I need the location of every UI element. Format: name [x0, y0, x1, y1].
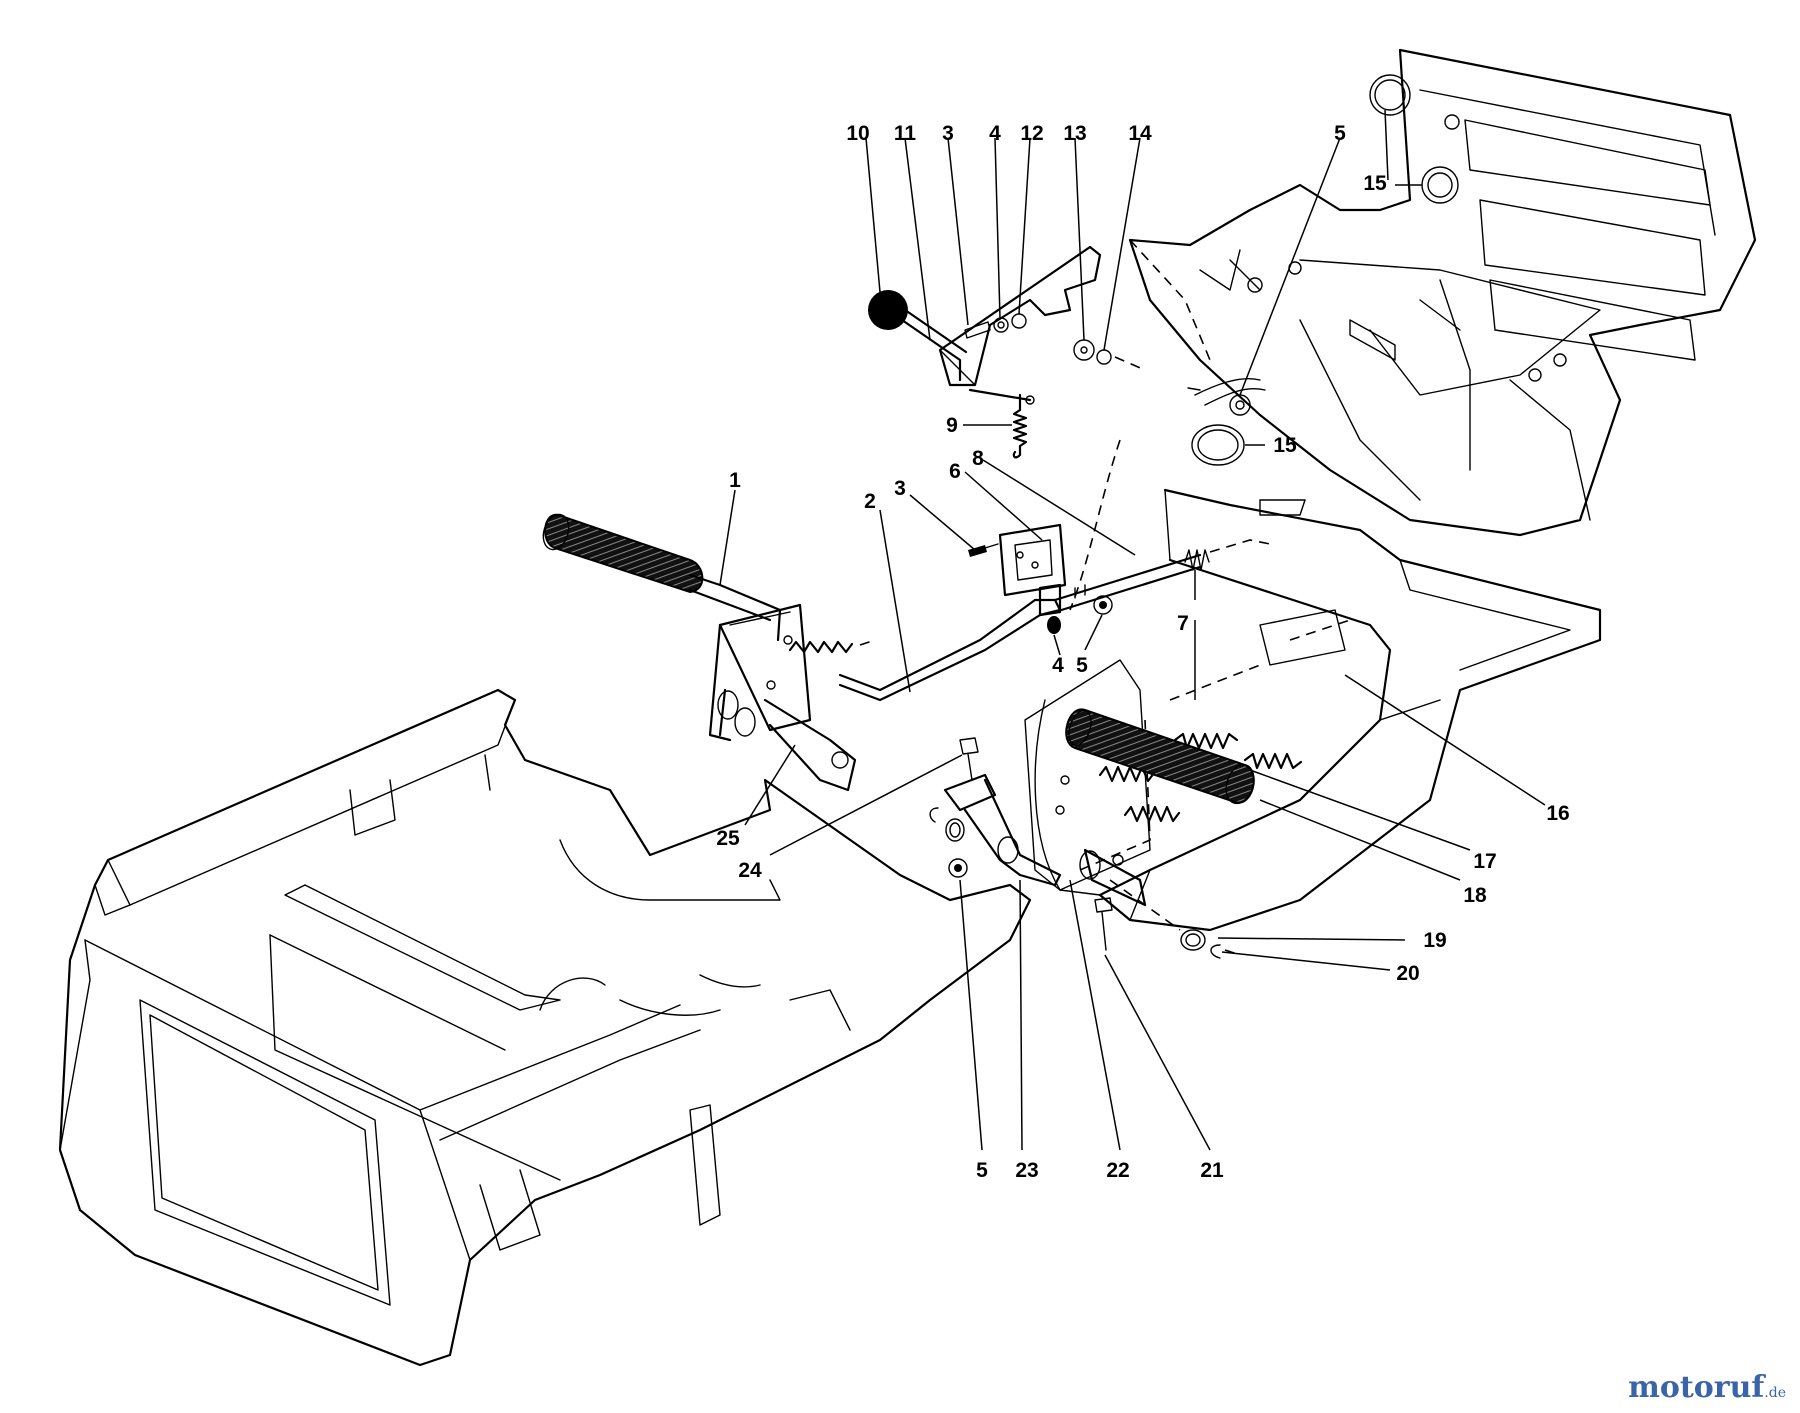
leader-lines — [719, 109, 1546, 1151]
hose-clamps — [1191, 74, 1459, 466]
rear-fender-housing — [1069, 48, 1757, 611]
part-label-3-mid: 3 — [894, 477, 906, 500]
part-label-16: 16 — [1546, 802, 1569, 825]
part-label-21: 21 — [1200, 1159, 1224, 1182]
part-number-labels: 10 11 3 4 12 13 14 5 15 15 9 8 6 3 2 1 7… — [716, 122, 1569, 1182]
part-label-3-upper: 3 — [942, 122, 954, 145]
part-label-18: 18 — [1463, 884, 1487, 907]
shift-lever — [868, 290, 968, 382]
spring-9 — [1012, 393, 1028, 459]
part-label-15-mid: 15 — [1273, 434, 1297, 457]
pivot-hardware — [1094, 879, 1241, 959]
part-label-6: 6 — [949, 460, 961, 483]
part-label-1: 1 — [729, 469, 741, 492]
watermark-suffix: .de — [1764, 1385, 1786, 1401]
return-springs — [1098, 732, 1303, 823]
upper-bolt-nut — [1187, 378, 1266, 416]
watermark-logo: motoruf.de — [1628, 1370, 1786, 1405]
part-label-5-mid: 5 — [1076, 654, 1088, 677]
part-label-2: 2 — [864, 490, 876, 513]
brake-pedal — [1065, 708, 1255, 907]
part-label-17: 17 — [1473, 850, 1496, 873]
part-label-25: 25 — [716, 827, 740, 850]
part-label-4-upper: 4 — [989, 122, 1001, 145]
plate-6 — [998, 523, 1067, 597]
part-label-4-mid: 4 — [1052, 654, 1064, 677]
part-label-10: 10 — [846, 122, 869, 145]
part-label-9: 9 — [946, 414, 958, 437]
watermark-brand: motoruf — [1628, 1370, 1765, 1405]
middle-hardware — [968, 543, 1113, 634]
linkage-rod-2 — [838, 499, 1306, 702]
lever-knob — [868, 290, 908, 330]
upper-hardware — [964, 313, 1146, 371]
part-label-22: 22 — [1106, 1159, 1129, 1182]
part-label-24: 24 — [738, 859, 762, 882]
clutch-pedal — [542, 513, 876, 792]
shift-bracket-plate — [938, 245, 1102, 405]
part-label-23: 23 — [1015, 1159, 1038, 1182]
part-label-13: 13 — [1063, 122, 1086, 145]
part-label-7: 7 — [1177, 612, 1189, 635]
part-label-14: 14 — [1128, 122, 1152, 145]
part-label-11: 11 — [894, 122, 917, 145]
part-label-8: 8 — [972, 447, 984, 470]
part-label-5-bottom: 5 — [976, 1159, 988, 1182]
front-hood-housing — [58, 688, 1032, 1367]
lower-bolt-nut — [948, 737, 979, 878]
part-label-5-top: 5 — [1334, 122, 1346, 145]
part-label-20: 20 — [1396, 962, 1419, 985]
part-label-15-top: 15 — [1363, 172, 1387, 195]
part-label-12: 12 — [1020, 122, 1043, 145]
part-label-19: 19 — [1423, 929, 1446, 952]
